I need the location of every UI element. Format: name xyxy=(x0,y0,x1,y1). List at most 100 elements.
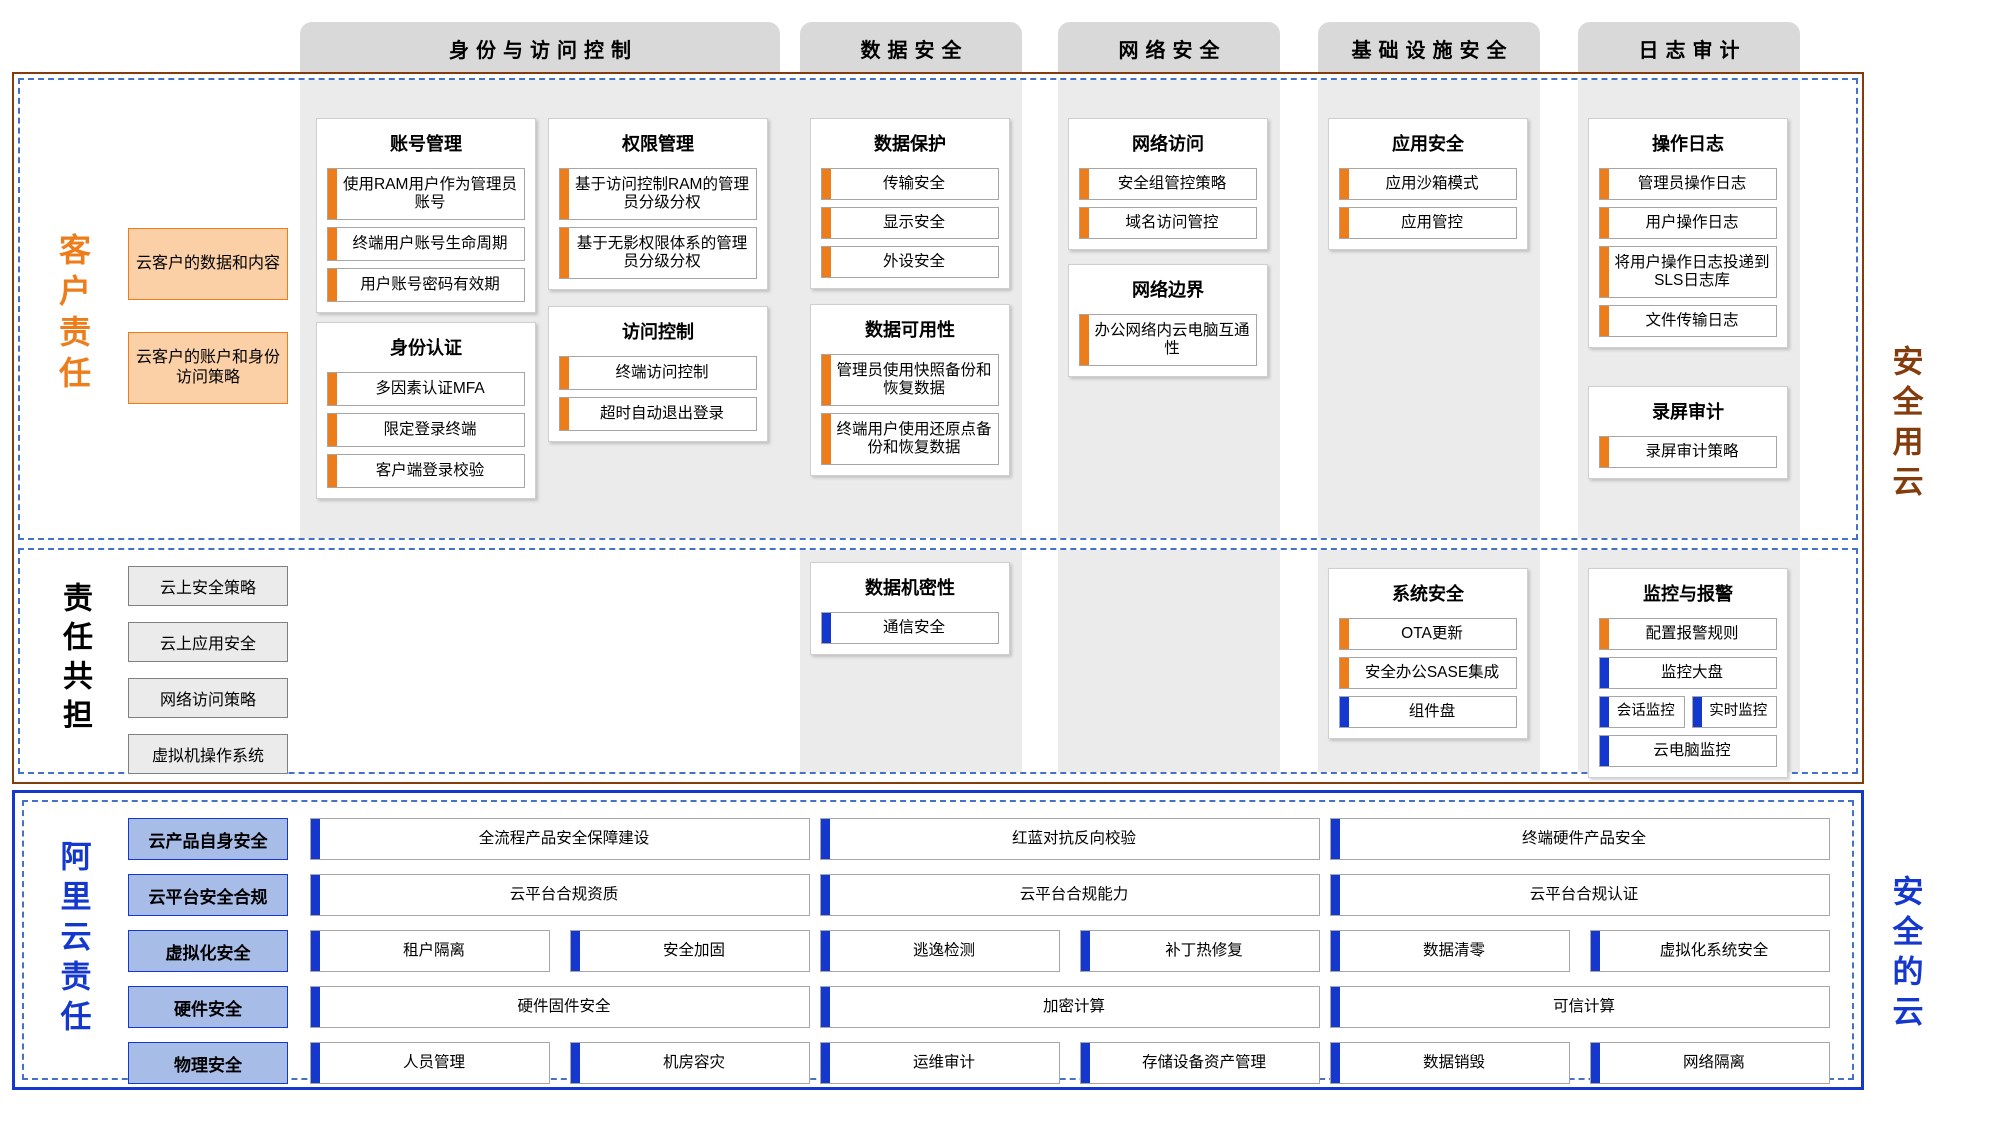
item-enduser-account-lifecycle[interactable]: 终端用户账号生命周期 xyxy=(327,227,525,261)
side-label-secure-cloud: 安全的云 xyxy=(1887,875,1923,1035)
item-mfa[interactable]: 多因素认证MFA xyxy=(327,372,525,406)
aliyun-item-trusted-computing[interactable]: 可信计算 xyxy=(1330,986,1830,1028)
card-title: 数据可用性 xyxy=(865,320,955,340)
aliyun-item-compliance-capability[interactable]: 云平台合规能力 xyxy=(820,874,1320,916)
item-screen-recording-policy[interactable]: 录屏审计策略 xyxy=(1599,436,1777,468)
aliyun-row-label-hardware-security: 硬件安全 xyxy=(128,986,288,1028)
card-identity-authentication: 身份认证 多因素认证MFA 限定登录终端 客户端登录校验 xyxy=(316,322,536,499)
card-title: 数据保护 xyxy=(874,134,946,154)
item-cloud-desktop-monitoring[interactable]: 云电脑监控 xyxy=(1599,735,1777,767)
shared-item-cloud-security-policy[interactable]: 云上安全策略 xyxy=(128,566,288,606)
shared-item-vm-operating-system[interactable]: 虚拟机操作系统 xyxy=(128,734,288,774)
secure-cloud-frame xyxy=(12,790,1864,1090)
item-terminal-access-control[interactable]: 终端访问控制 xyxy=(559,356,757,390)
column-header-data: 数据安全 xyxy=(800,22,1022,74)
aliyun-item-storage-asset-management[interactable]: 存储设备资产管理 xyxy=(1080,1042,1320,1084)
item-ram-admin-tiered-auth[interactable]: 基于访问控制RAM的管理员分级分权 xyxy=(559,168,757,220)
shared-item-cloud-app-security[interactable]: 云上应用安全 xyxy=(128,622,288,662)
item-deliver-log-to-sls[interactable]: 将用户操作日志投递到SLS日志库 xyxy=(1599,246,1777,298)
aliyun-item-data-destruction[interactable]: 数据销毁 xyxy=(1330,1042,1570,1084)
aliyun-item-network-isolation[interactable]: 网络隔离 xyxy=(1590,1042,1830,1084)
item-user-operation-log[interactable]: 用户操作日志 xyxy=(1599,207,1777,239)
item-sase-integration[interactable]: 安全办公SASE集成 xyxy=(1339,657,1517,689)
item-peripheral-security[interactable]: 外设安全 xyxy=(821,246,999,278)
aliyun-item-terminal-hardware-security[interactable]: 终端硬件产品安全 xyxy=(1330,818,1830,860)
aliyun-item-encrypted-computing[interactable]: 加密计算 xyxy=(820,986,1320,1028)
card-title: 访问控制 xyxy=(622,322,694,342)
item-configure-alert-rules[interactable]: 配置报警规则 xyxy=(1599,618,1777,650)
item-account-password-validity[interactable]: 用户账号密码有效期 xyxy=(327,268,525,302)
item-app-sandbox-mode[interactable]: 应用沙箱模式 xyxy=(1339,168,1517,200)
card-screen-recording-audit: 录屏审计 录屏审计策略 xyxy=(1588,386,1788,479)
card-account-management: 账号管理 使用RAM用户作为管理员账号 终端用户账号生命周期 用户账号密码有效期 xyxy=(316,118,536,313)
item-monitoring-dashboard[interactable]: 监控大盘 xyxy=(1599,657,1777,689)
item-session-monitoring[interactable]: 会话监控 xyxy=(1599,696,1685,728)
shared-item-network-access-policy[interactable]: 网络访问策略 xyxy=(128,678,288,718)
card-monitoring-alerting: 监控与报警 配置报警规则 监控大盘 会话监控 实时监控 云电脑监控 xyxy=(1588,568,1788,778)
item-admin-snapshot-backup[interactable]: 管理员使用快照备份和恢复数据 xyxy=(821,354,999,406)
aliyun-item-datacenter-disaster-recovery[interactable]: 机房容灾 xyxy=(570,1042,810,1084)
side-label-customer-responsibility: 客户责任 xyxy=(55,233,91,397)
aliyun-row-label-platform-compliance: 云平台安全合规 xyxy=(128,874,288,916)
card-title: 录屏审计 xyxy=(1652,402,1724,422)
item-limit-login-terminal[interactable]: 限定登录终端 xyxy=(327,413,525,447)
card-title: 网络访问 xyxy=(1132,134,1204,154)
card-network-boundary: 网络边界 办公网络内云电脑互通性 xyxy=(1068,264,1268,377)
aliyun-item-hardware-firmware-security[interactable]: 硬件固件安全 xyxy=(310,986,810,1028)
customer-responsibility-frame xyxy=(18,78,1858,540)
side-label-secure-use-of-cloud: 安全用云 xyxy=(1887,345,1923,505)
item-client-login-verification[interactable]: 客户端登录校验 xyxy=(327,454,525,488)
card-data-availability: 数据可用性 管理员使用快照备份和恢复数据 终端用户使用还原点备份和恢复数据 xyxy=(810,304,1010,476)
item-admin-operation-log[interactable]: 管理员操作日志 xyxy=(1599,168,1777,200)
aliyun-item-compliance-qualification[interactable]: 云平台合规资质 xyxy=(310,874,810,916)
aliyun-item-personnel-management[interactable]: 人员管理 xyxy=(310,1042,550,1084)
item-enduser-restore-point-backup[interactable]: 终端用户使用还原点备份和恢复数据 xyxy=(821,413,999,465)
card-title: 监控与报警 xyxy=(1643,584,1733,604)
card-data-protection: 数据保护 传输安全 显示安全 外设安全 xyxy=(810,118,1010,289)
column-header-bar: 身份与访问控制 数据安全 网络安全 基础设施安全 日志审计 xyxy=(0,22,2000,78)
column-header-network: 网络安全 xyxy=(1058,22,1280,74)
card-permission-management: 权限管理 基于访问控制RAM的管理员分级分权 基于无影权限体系的管理员分级分权 xyxy=(548,118,768,290)
secure-use-of-cloud-frame xyxy=(12,72,1864,784)
aliyun-item-virtualization-system-security[interactable]: 虚拟化系统安全 xyxy=(1590,930,1830,972)
item-communication-security[interactable]: 通信安全 xyxy=(821,612,999,644)
customer-asset-data-content: 云客户的数据和内容 xyxy=(128,228,288,300)
aliyun-item-security-hardening[interactable]: 安全加固 xyxy=(570,930,810,972)
aliyun-item-data-wipe[interactable]: 数据清零 xyxy=(1330,930,1570,972)
card-data-confidentiality: 数据机密性 通信安全 xyxy=(810,562,1010,655)
card-title: 应用安全 xyxy=(1392,134,1464,154)
card-operation-log: 操作日志 管理员操作日志 用户操作日志 将用户操作日志投递到SLS日志库 文件传… xyxy=(1588,118,1788,348)
item-ota-update[interactable]: OTA更新 xyxy=(1339,618,1517,650)
item-transmission-security[interactable]: 传输安全 xyxy=(821,168,999,200)
card-title: 数据机密性 xyxy=(865,578,955,598)
aliyun-item-ops-audit[interactable]: 运维审计 xyxy=(820,1042,1060,1084)
card-title: 账号管理 xyxy=(390,134,462,154)
monitoring-split-row: 会话监控 实时监控 xyxy=(1599,696,1777,728)
card-title: 系统安全 xyxy=(1392,584,1464,604)
card-network-access: 网络访问 安全组管控策略 域名访问管控 xyxy=(1068,118,1268,250)
aliyun-item-escape-detection[interactable]: 逃逸检测 xyxy=(820,930,1060,972)
aliyun-item-hot-patch-fix[interactable]: 补丁热修复 xyxy=(1080,930,1320,972)
item-office-network-interconnect[interactable]: 办公网络内云电脑互通性 xyxy=(1079,314,1257,366)
shared-responsibility-frame xyxy=(18,548,1858,774)
item-wuying-admin-tiered-auth[interactable]: 基于无影权限体系的管理员分级分权 xyxy=(559,227,757,279)
card-application-security: 应用安全 应用沙箱模式 应用管控 xyxy=(1328,118,1528,250)
aliyun-item-full-lifecycle-assurance[interactable]: 全流程产品安全保障建设 xyxy=(310,818,810,860)
item-security-group-policy[interactable]: 安全组管控策略 xyxy=(1079,168,1257,200)
item-display-security[interactable]: 显示安全 xyxy=(821,207,999,239)
card-system-security: 系统安全 OTA更新 安全办公SASE集成 组件盘 xyxy=(1328,568,1528,739)
aliyun-item-tenant-isolation[interactable]: 租户隔离 xyxy=(310,930,550,972)
card-title: 操作日志 xyxy=(1652,134,1724,154)
side-label-aliyun-responsibility: 阿里云责任 xyxy=(55,840,91,1040)
item-domain-access-control[interactable]: 域名访问管控 xyxy=(1079,207,1257,239)
item-realtime-monitoring[interactable]: 实时监控 xyxy=(1691,696,1777,728)
column-header-identity: 身份与访问控制 xyxy=(300,22,780,74)
item-app-management-control[interactable]: 应用管控 xyxy=(1339,207,1517,239)
item-use-ram-admin[interactable]: 使用RAM用户作为管理员账号 xyxy=(327,168,525,220)
aliyun-item-compliance-certification[interactable]: 云平台合规认证 xyxy=(1330,874,1830,916)
card-title: 权限管理 xyxy=(622,134,694,154)
item-component-disk[interactable]: 组件盘 xyxy=(1339,696,1517,728)
aliyun-item-red-blue-verification[interactable]: 红蓝对抗反向校验 xyxy=(820,818,1320,860)
item-auto-logout-timeout[interactable]: 超时自动退出登录 xyxy=(559,397,757,431)
item-file-transfer-log[interactable]: 文件传输日志 xyxy=(1599,305,1777,337)
